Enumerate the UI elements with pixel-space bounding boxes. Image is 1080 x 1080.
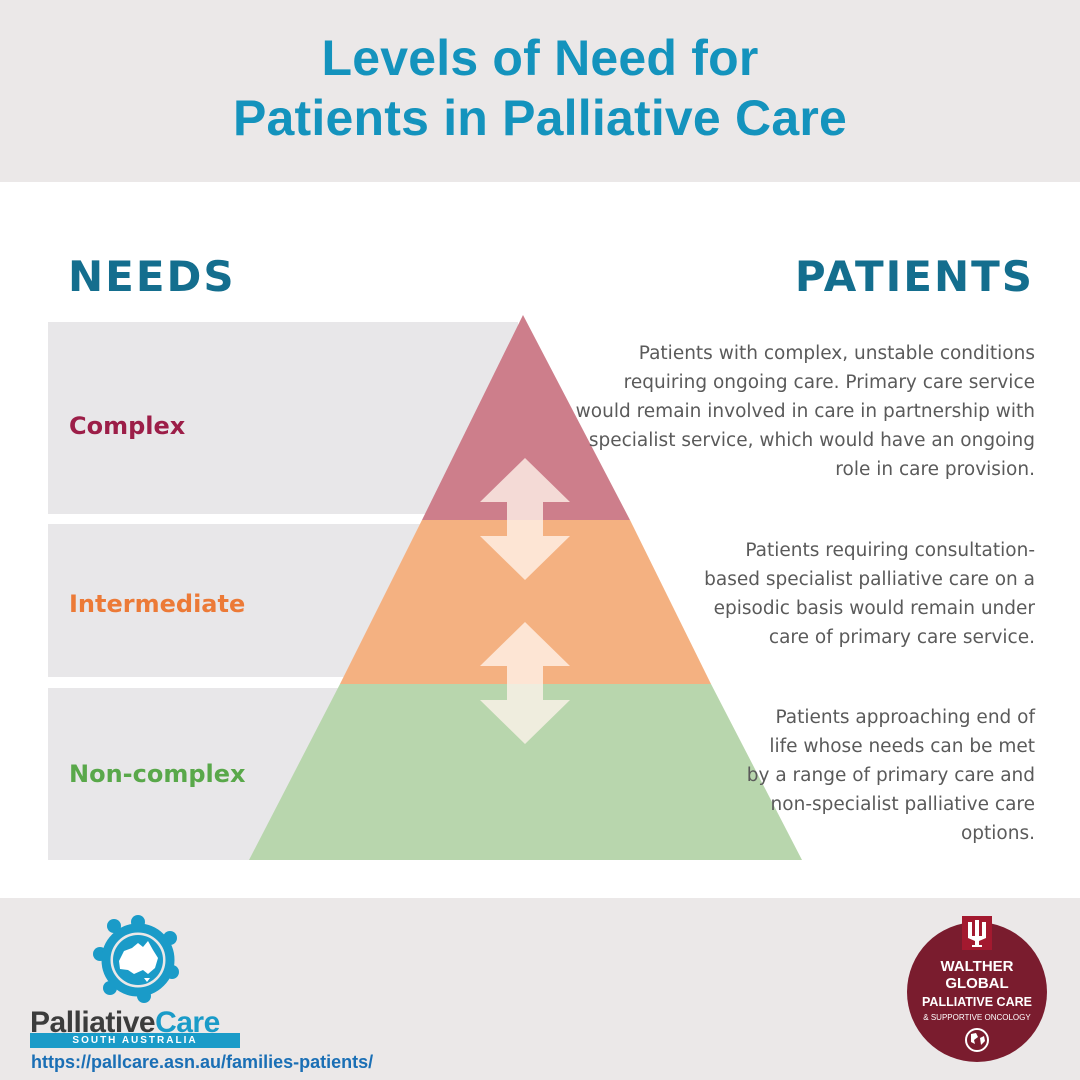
pyramid-tier-noncomplex: [249, 684, 802, 860]
walther-badge: [907, 922, 1047, 1062]
pyramid-tier-complex: [422, 315, 630, 520]
needs-heading: NEEDS: [68, 252, 236, 301]
people-circle-australia-icon: [93, 915, 179, 1003]
double-arrow-icon-upper: [480, 458, 570, 580]
description-complex: Patients with complex, unstable conditio…: [575, 343, 1035, 480]
description-noncomplex: Patients approaching end of life whose n…: [746, 707, 1035, 844]
page-title: Levels of Need for Patients in Palliativ…: [0, 28, 1080, 148]
band-complex: [48, 322, 518, 514]
title-line-1: Levels of Need for: [321, 30, 759, 86]
header-banner: Levels of Need for Patients in Palliativ…: [0, 0, 1080, 182]
walther-logo: WALTHER GLOBAL PALLIATIVE CARE & SUPPORT…: [907, 916, 1047, 1062]
iu-trident-icon: [962, 916, 992, 950]
walther-line-1: WALTHER: [940, 958, 1013, 975]
title-line-2: Patients in Palliative Care: [233, 90, 847, 146]
level-label-intermediate: Intermediate: [69, 590, 246, 618]
double-arrow-icon-lower: [480, 622, 570, 744]
org-subtitle: SOUTH AUSTRALIA: [30, 1033, 240, 1048]
walther-line-2: GLOBAL: [945, 975, 1008, 992]
pyramid-tier-intermediate: [340, 520, 711, 684]
url-link[interactable]: https://pallcare.asn.au/families-patient…: [31, 1052, 374, 1072]
walther-line-4: & SUPPORTIVE ONCOLOGY: [923, 1013, 1031, 1022]
walther-line-3: PALLIATIVE CARE: [922, 995, 1032, 1009]
description-intermediate: Patients requiring consultation-based sp…: [704, 540, 1035, 648]
footer-banner: [0, 898, 1080, 1080]
level-label-complex: Complex: [69, 412, 186, 440]
globe-icon: [965, 1028, 989, 1052]
patients-heading: PATIENTS: [794, 252, 1034, 301]
level-label-noncomplex: Non-complex: [69, 760, 246, 788]
